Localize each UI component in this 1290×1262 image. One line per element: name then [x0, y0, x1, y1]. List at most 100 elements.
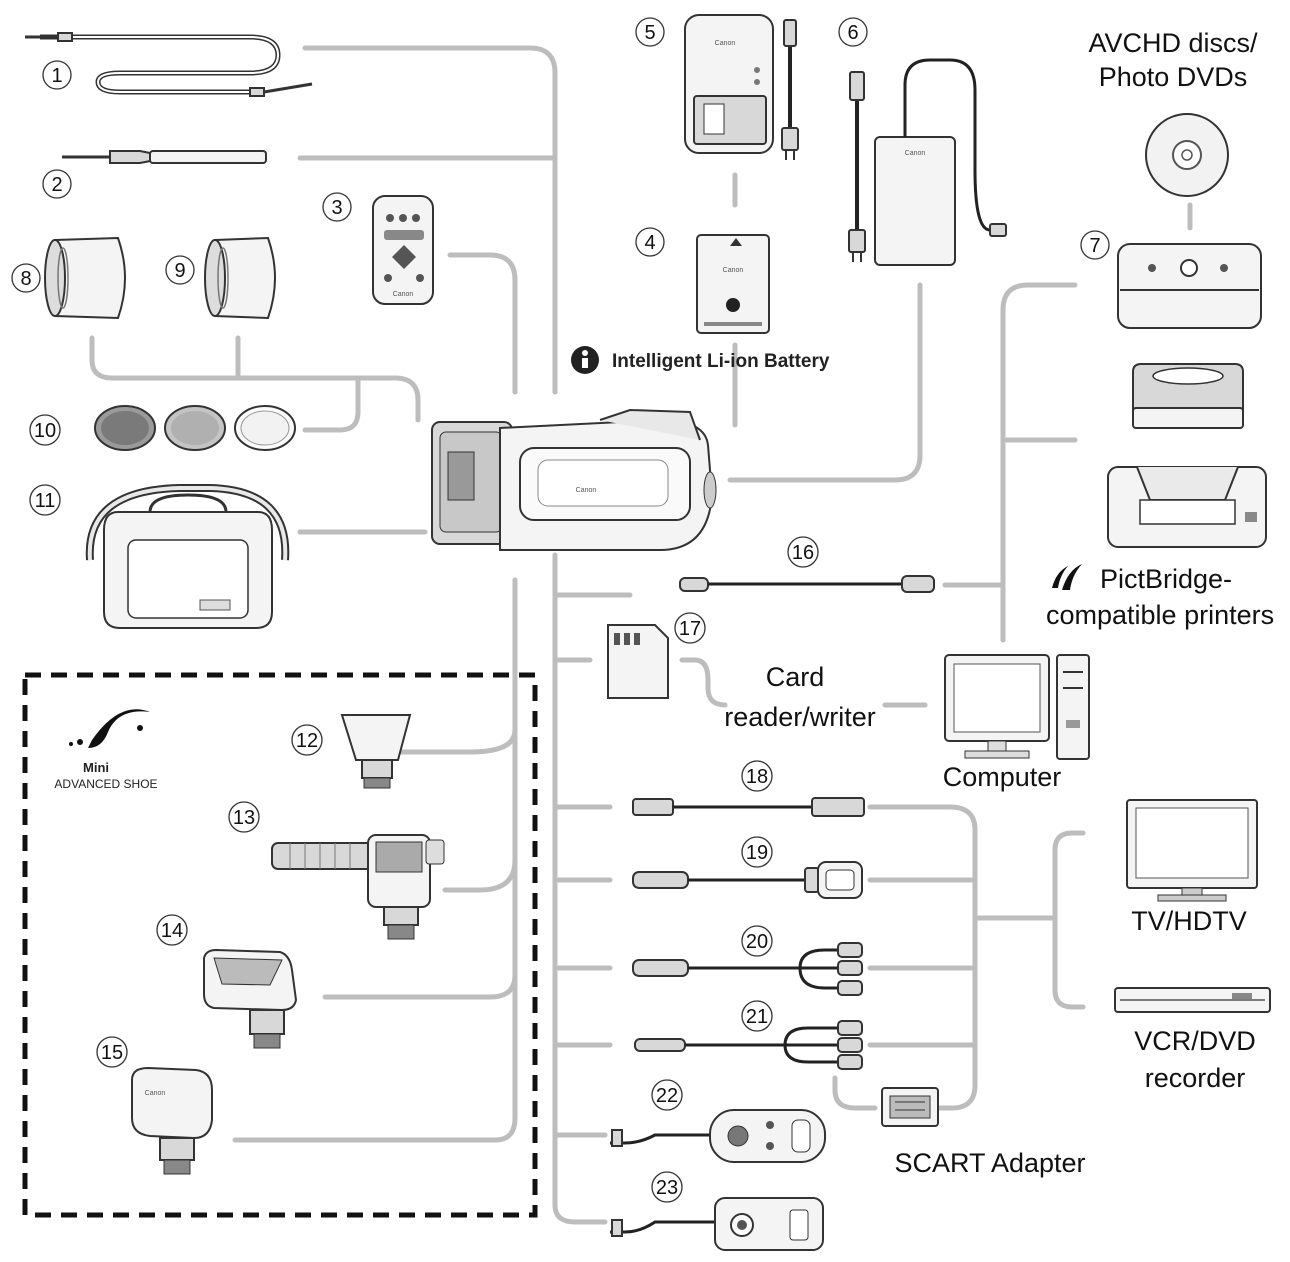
shoe-adapter-icon [340, 714, 412, 789]
marker-15: 15 [96, 1036, 128, 1068]
wrist-strap-icon [62, 150, 267, 164]
svg-text:16: 16 [792, 542, 814, 564]
pictbridge-icon [1052, 564, 1082, 590]
marker-18: 18 [741, 760, 773, 792]
ac-adapter-icon: Canon [848, 58, 1007, 266]
battery-label: Intelligent Li-ion Battery [612, 351, 830, 372]
svg-text:5: 5 [644, 22, 655, 44]
connector-lines [89, 45, 1193, 1225]
marker-17: 17 [674, 612, 706, 644]
marker-23: 23 [651, 1171, 683, 1203]
marker-9: 9 [165, 255, 195, 285]
svg-text:1: 1 [51, 65, 62, 87]
svg-text:10: 10 [34, 420, 56, 442]
remote-icon: Canon [372, 195, 434, 305]
flash-icon: Canon [131, 1066, 213, 1175]
printer-large-icon [1107, 466, 1267, 548]
card-label-line1: Card [766, 662, 825, 692]
marker-8: 8 [11, 263, 41, 293]
svg-text:15: 15 [101, 1042, 123, 1064]
mini-advanced-shoe-group: Mini ADVANCED SHOE [22, 672, 538, 1218]
marker-10: 10 [29, 414, 61, 446]
svg-text:Canon: Canon [905, 150, 926, 157]
tv-label: TV/HDTV [1131, 906, 1247, 936]
charger-icon: Canon [684, 14, 799, 160]
scart-icon [881, 1087, 939, 1127]
vcr-label-line1: VCR/DVD [1134, 1026, 1256, 1056]
shoe-title: Mini [83, 760, 109, 775]
vcr-icon [1114, 987, 1271, 1013]
svg-text:6: 6 [847, 22, 858, 44]
marker-12: 12 [291, 724, 323, 756]
printer-icon [1132, 363, 1244, 429]
pictbridge-label-line2: compatible printers [1046, 600, 1274, 630]
av-cable-icon [634, 1020, 863, 1070]
svg-text:Canon: Canon [393, 291, 414, 298]
pictbridge-label-line1: PictBridge- [1100, 564, 1232, 594]
sd-card-icon [607, 624, 669, 699]
discs-label-line1: AVCHD discs/ [1088, 28, 1258, 58]
computer-label: Computer [943, 762, 1062, 792]
microphone-icon [271, 834, 445, 940]
svg-text:22: 22 [656, 1085, 678, 1107]
svg-text:Canon: Canon [576, 487, 597, 494]
marker-2: 2 [42, 169, 72, 199]
svg-text:3: 3 [331, 197, 342, 219]
dvd-burner-icon [1117, 243, 1262, 329]
svg-text:2: 2 [51, 174, 62, 196]
svg-text:Canon: Canon [723, 267, 744, 274]
filter-icon [94, 405, 296, 451]
marker-6: 6 [838, 17, 868, 47]
marker-1: 1 [42, 60, 72, 90]
svg-text:7: 7 [1089, 235, 1100, 257]
tv-icon [1126, 799, 1258, 902]
discs-label-line2: Photo DVDs [1099, 62, 1248, 92]
svg-text:11: 11 [35, 490, 56, 512]
intelligent-battery-icon [571, 346, 599, 374]
camcorder-icon: Canon [431, 408, 717, 551]
marker-7: 7 [1080, 230, 1110, 260]
mini-advanced-shoe-logo [69, 709, 150, 748]
stereo-video-cable-icon [632, 942, 863, 996]
number-markers: 1 2 3 4 5 6 7 8 9 10 11 12 13 14 15 16 1… [11, 17, 1110, 1203]
bag-icon [85, 484, 290, 629]
marker-20: 20 [741, 925, 773, 957]
card-label-line2: reader/writer [724, 702, 876, 732]
component-cable-icon [632, 861, 863, 899]
svg-text:8: 8 [20, 268, 31, 290]
marker-5: 5 [635, 17, 665, 47]
scart-label: SCART Adapter [894, 1148, 1085, 1178]
svg-text:4: 4 [644, 232, 655, 254]
marker-14: 14 [156, 914, 188, 946]
marker-3: 3 [322, 192, 352, 222]
svg-text:21: 21 [746, 1006, 768, 1028]
svg-text:9: 9 [174, 260, 185, 282]
computer-icon [944, 654, 1090, 760]
usb-cable-icon [679, 575, 935, 593]
svg-text:19: 19 [746, 842, 768, 864]
svg-text:18: 18 [746, 766, 768, 788]
svg-text:Canon: Canon [145, 1090, 166, 1097]
video-light-icon [203, 948, 298, 1049]
marker-21: 21 [741, 1000, 773, 1032]
marker-22: 22 [651, 1079, 683, 1111]
marker-13: 13 [228, 801, 260, 833]
svg-text:Canon: Canon [715, 40, 736, 47]
strap-icon [25, 32, 313, 97]
svg-text:17: 17 [679, 618, 701, 640]
marker-19: 19 [741, 836, 773, 868]
marker-4: 4 [635, 227, 665, 257]
disc-icon [1145, 113, 1229, 197]
marker-16: 16 [787, 536, 819, 568]
svg-text:14: 14 [161, 920, 183, 942]
wide-converter-lens-icon [44, 236, 126, 320]
zoom-remote-icon [610, 1197, 824, 1251]
hdmi-cable-icon [632, 797, 865, 817]
battery-icon: Canon [696, 234, 770, 334]
shoe-subtitle: ADVANCED SHOE [54, 777, 157, 791]
svg-text:12: 12 [296, 730, 318, 752]
vcr-label-line2: recorder [1145, 1063, 1246, 1093]
svg-text:20: 20 [746, 931, 768, 953]
